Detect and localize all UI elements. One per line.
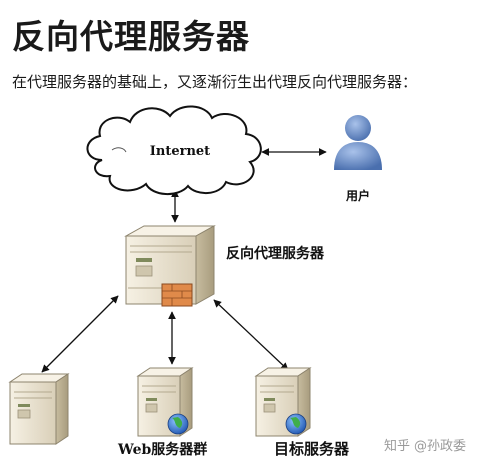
proxy-target-server-arrow [213,299,289,371]
user-label: 用户 [345,188,370,203]
internet-cloud-icon [86,105,262,195]
internet-label: Internet [150,144,210,159]
page-title: 反向代理服务器 [12,17,250,56]
web-server-left-icon [8,373,70,445]
target-server-label: 目标服务器 [274,440,350,458]
user-icon [334,115,382,170]
watermark-brand: 知乎 [384,438,410,454]
web-cluster-label: Web服务器群 [117,441,207,458]
web-server-middle-icon [136,367,194,437]
proxy-left-server-arrow [41,295,119,373]
target-server-icon [254,367,312,437]
reverse-proxy-server-icon [124,225,216,307]
watermark-author: @孙政委 [414,439,466,454]
reverse-proxy-label: 反向代理服务器 [226,245,325,262]
intro-text: 在代理服务器的基础上，又逐渐衍生出代理反向代理服务器： [12,73,418,91]
connectors [41,148,327,373]
